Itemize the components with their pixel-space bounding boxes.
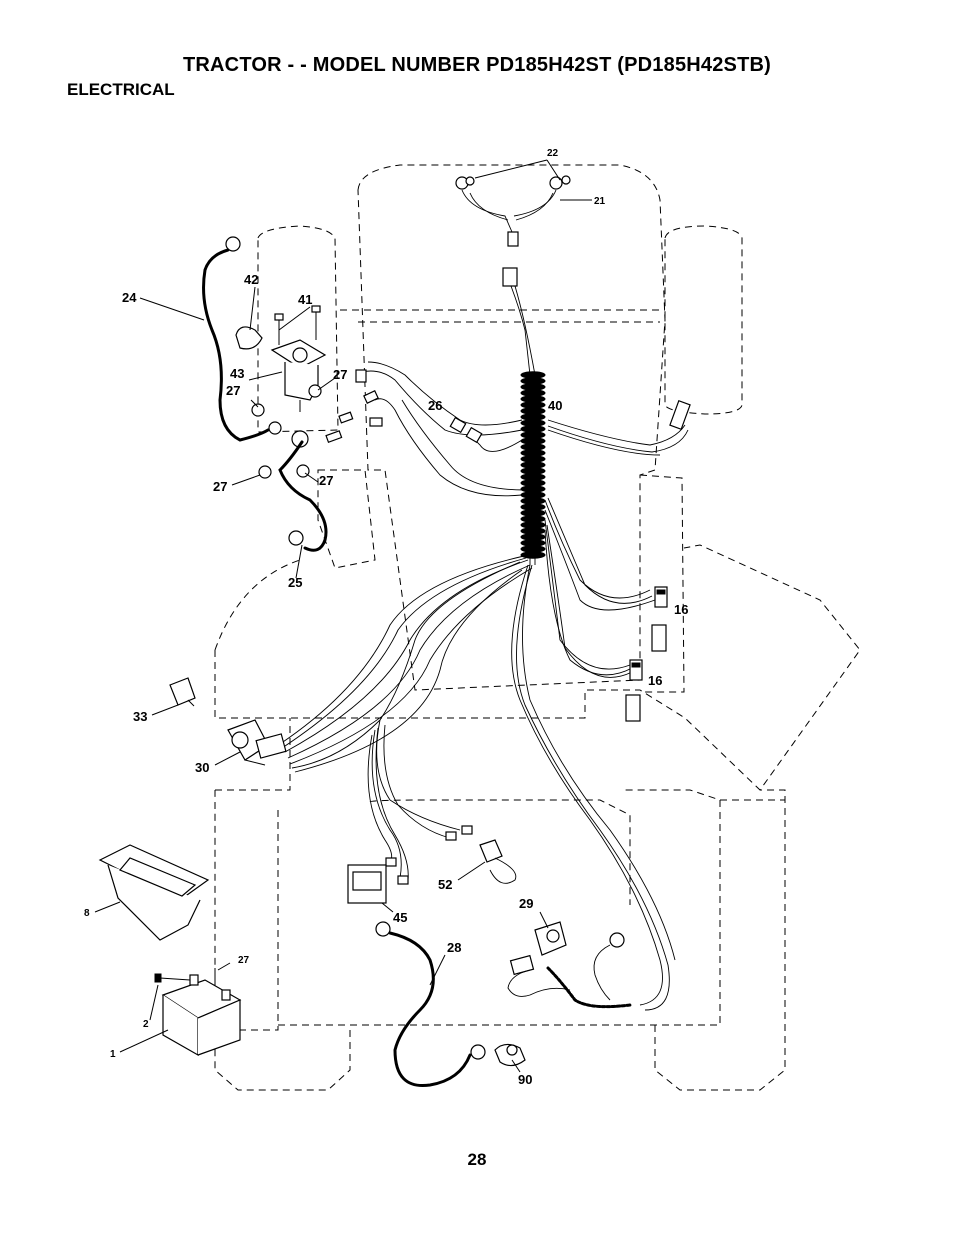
callout-42: 42 xyxy=(244,272,258,287)
callout-45: 45 xyxy=(393,910,407,925)
harness-wrap xyxy=(520,371,546,559)
harness-coil xyxy=(520,503,546,511)
headlights xyxy=(455,159,592,376)
callout-41: 41 xyxy=(298,292,312,307)
hour-meter xyxy=(347,864,394,913)
battery-cables xyxy=(139,236,486,1088)
harness-coil xyxy=(520,389,546,397)
harness-coil xyxy=(520,521,546,529)
battery xyxy=(119,962,242,1057)
harness-coil xyxy=(520,551,546,559)
callout-28: 28 xyxy=(447,940,461,955)
callout-40: 40 xyxy=(548,398,562,413)
battery-tray xyxy=(94,844,210,941)
callout-27-bottom-left: 27 xyxy=(213,479,227,494)
callout-16-lower: 16 xyxy=(648,673,662,688)
callout-16-upper: 16 xyxy=(674,602,688,617)
callout-30: 30 xyxy=(195,760,209,775)
harness-coil xyxy=(520,491,546,499)
harness-coil xyxy=(520,497,546,505)
solenoid-assembly xyxy=(231,286,354,486)
harness-coil xyxy=(520,371,546,379)
callout-1: 1 xyxy=(110,1049,116,1060)
callout-2: 2 xyxy=(143,1019,149,1030)
harness-coil xyxy=(520,407,546,415)
harness-coil xyxy=(520,527,546,535)
callout-27-left: 27 xyxy=(226,383,240,398)
connectors xyxy=(355,369,691,885)
harness-coil xyxy=(520,383,546,391)
page-number: 28 xyxy=(467,1150,487,1169)
harness-coil xyxy=(520,479,546,487)
harness-coil xyxy=(520,425,546,433)
callout-labels: 22 21 24 42 41 43 27 27 27 27 26 40 25 1… xyxy=(84,148,688,1087)
callout-21: 21 xyxy=(594,196,606,207)
harness-coil xyxy=(520,515,546,523)
harness-coil xyxy=(520,401,546,409)
seat-switch xyxy=(507,911,632,1009)
callout-8: 8 xyxy=(84,908,90,919)
ignition-switch xyxy=(151,677,287,766)
harness-coil xyxy=(520,461,546,469)
harness-coil xyxy=(520,545,546,553)
harness-coil xyxy=(520,455,546,463)
callout-43: 43 xyxy=(230,366,244,381)
callout-52: 52 xyxy=(438,877,452,892)
callout-33: 33 xyxy=(133,709,147,724)
harness-coil xyxy=(520,377,546,385)
harness-coil xyxy=(520,413,546,421)
harness-coil xyxy=(520,467,546,475)
harness-coil xyxy=(520,539,546,547)
harness-coil xyxy=(520,485,546,493)
tractor-outline xyxy=(214,164,861,1091)
page-title: TRACTOR - - MODEL NUMBER PD185H42ST (PD1… xyxy=(182,54,772,76)
harness-coil xyxy=(520,395,546,403)
callout-27-battery: 27 xyxy=(238,955,250,966)
harness-coil xyxy=(520,437,546,445)
fuse-holder xyxy=(457,839,517,884)
section-title: ELECTRICAL xyxy=(67,80,175,99)
callout-90: 90 xyxy=(518,1072,532,1087)
callout-24: 24 xyxy=(122,290,137,305)
harness-coil xyxy=(520,449,546,457)
harness-coil xyxy=(520,431,546,439)
harness-coil xyxy=(520,419,546,427)
callout-26: 26 xyxy=(428,398,442,413)
wiring-harness xyxy=(279,361,689,1011)
harness-coil xyxy=(520,473,546,481)
callout-27-top: 27 xyxy=(333,367,347,382)
callout-22: 22 xyxy=(547,148,559,159)
harness-coil xyxy=(520,509,546,517)
callout-25: 25 xyxy=(288,575,302,590)
harness-coil xyxy=(520,443,546,451)
harness-coil xyxy=(520,533,546,541)
terminal-cover xyxy=(494,1043,526,1073)
callout-29: 29 xyxy=(519,896,533,911)
callout-27-bottom-right: 27 xyxy=(319,473,333,488)
